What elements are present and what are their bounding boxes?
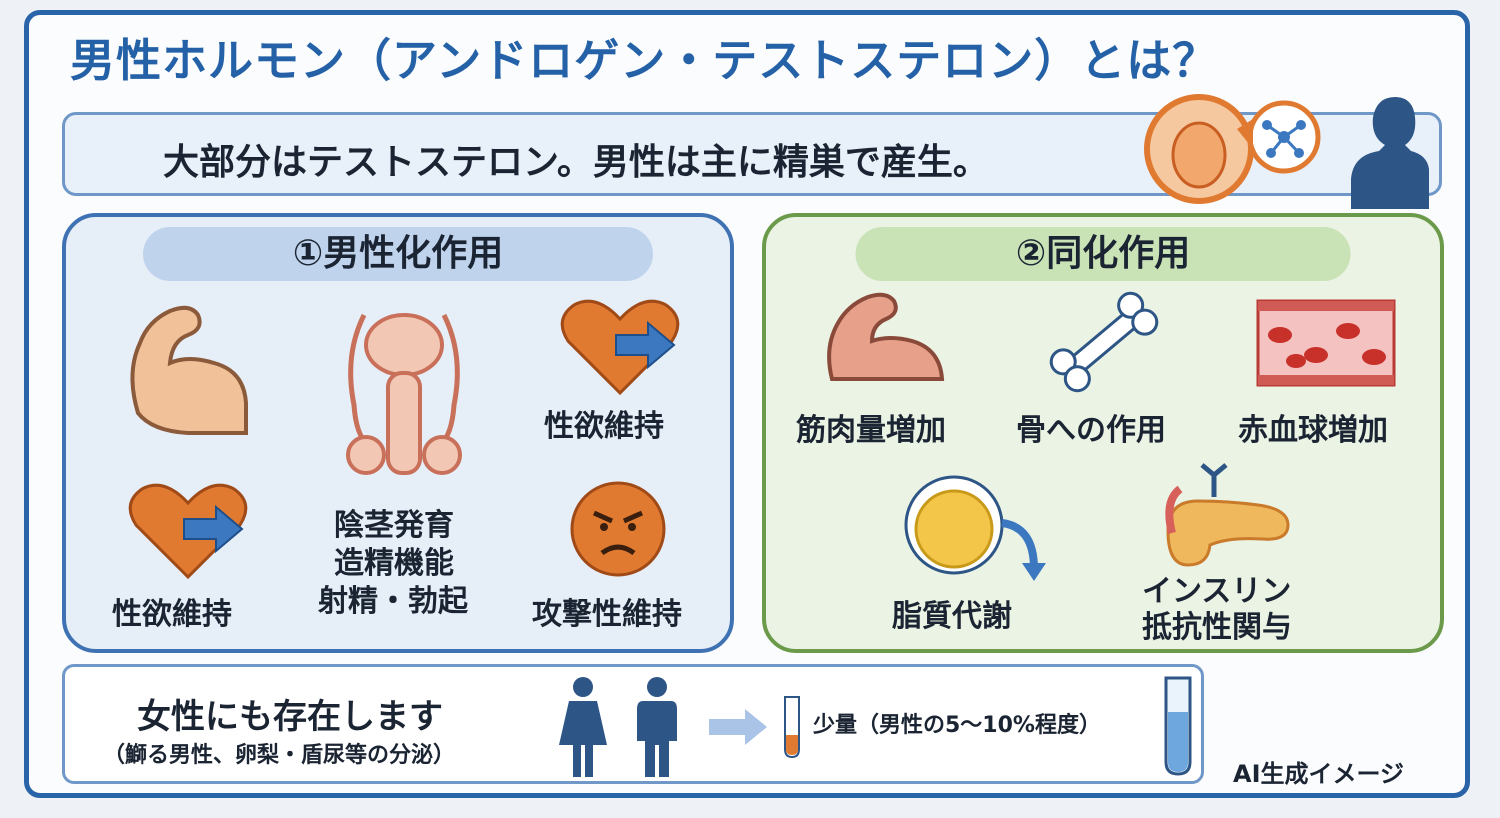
male-reproductive-organ-icon [346,313,462,475]
small-test-tube-icon [784,696,800,759]
fat-cell-metabolism-icon [904,475,1046,581]
red-blood-cells-icon [1256,299,1396,387]
androgenic-heading: ①男性化作用 [143,227,653,281]
female-amount-text: 少量（男性の5〜10%程度） [813,713,1101,738]
bone-effect-label: 骨への作用 [1016,413,1166,448]
libido-label-2: 性欲維持 [112,597,232,632]
female-presence-note: （鰤る男性、卵梨・盾尿等の分泌） [103,743,456,768]
androgenic-effects-panel: ①男性化作用 性欲維持 性欲維持 陰茎発育 造精機能 射精・勃起 攻撃性維持 [62,213,734,653]
resistance-label: 抵抗性関与 [1142,610,1292,645]
libido-label-1: 性欲維持 [544,409,664,444]
angry-face-icon [570,481,666,577]
subtitle: 大部分はテストステロン。男性は主に精巣で産生。 [163,142,989,183]
female-presence-box: 女性にも存在します （鰤る男性、卵梨・盾尿等の分泌） 少量（男性の5〜10%程度… [62,664,1204,784]
large-test-tube-icon [1164,676,1192,776]
spermatogenesis-label: 造精機能 [334,546,454,581]
pancreas-receptor-icon [1165,463,1290,567]
anabolic-heading: ②同化作用 [855,227,1351,281]
page-title: 男性ホルモン（アンドロゲン・テストステロン）とは？ [70,34,1219,87]
rbc-increase-label: 赤血球増加 [1238,413,1388,448]
subtitle-box: 大部分はテストステロン。男性は主に精巣で産生。 [62,94,1442,209]
muscle-mass-label: 筋肉量増加 [796,413,946,448]
ejaculation-erection-label: 射精・勃起 [318,584,468,619]
bone-icon [1049,291,1159,393]
aggression-label: 攻撃性維持 [532,597,682,632]
ai-generated-note: AI生成イメージ [1233,760,1405,788]
heart-arrow-icon [560,299,680,396]
lipid-metabolism-label: 脂質代謝 [892,599,1012,634]
flexed-arm-icon [130,305,248,435]
heart-arrow-icon [128,483,248,580]
female-presence-title: 女性にも存在します [137,697,443,737]
penile-development-label: 陰茎発育 [334,508,454,543]
woman-man-icon [559,677,677,777]
testis-molecule-person-illustration [1144,94,1429,209]
anabolic-effects-panel: ②同化作用 筋肉量増加 骨への作用 赤血球増加 脂質代謝 [762,213,1444,653]
insulin-label: インスリン [1142,574,1292,609]
muscle-arm-icon [827,292,945,381]
right-arrow-icon [709,709,767,745]
